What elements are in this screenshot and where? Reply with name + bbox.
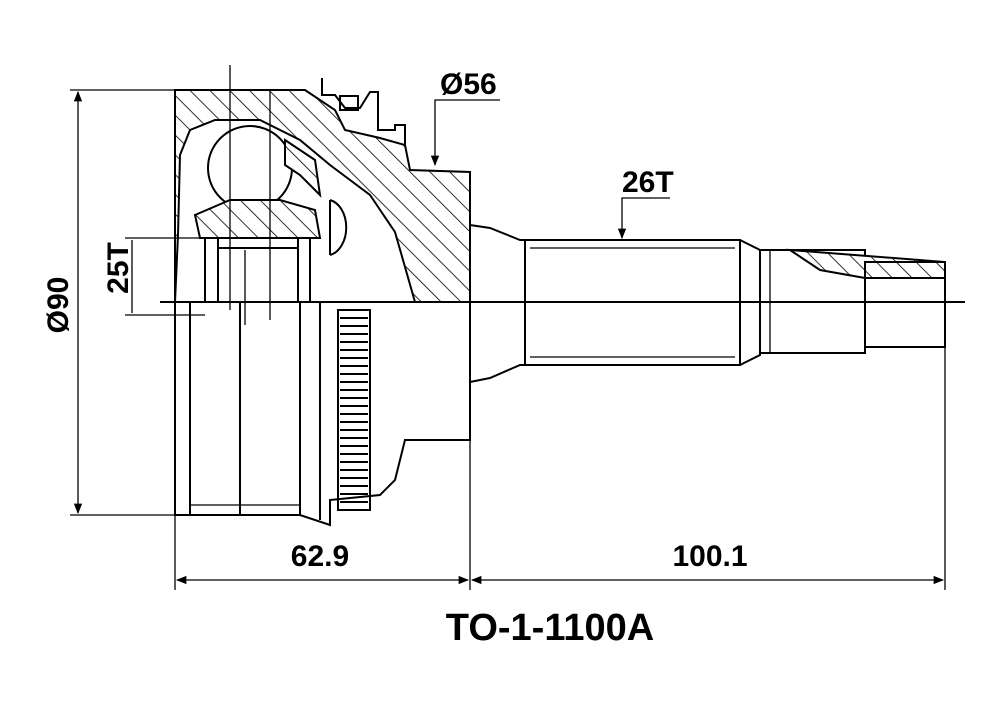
leader-26t — [617, 197, 670, 240]
dimension-shaft-diameter: Ø56 — [430, 68, 500, 167]
outer-race-housing — [174, 78, 471, 527]
cage-section — [284, 138, 322, 198]
housing-outline-lower — [174, 302, 471, 527]
dimension-outer-diameter: Ø90 — [42, 89, 175, 516]
inner-race-section — [193, 199, 322, 239]
shaft-neck — [469, 224, 526, 383]
abs-tone-ring — [337, 309, 371, 511]
dim-label-25t: 25T — [102, 242, 135, 294]
clip-box — [339, 95, 359, 111]
housing-section-upper — [174, 89, 471, 303]
leader-o56 — [430, 99, 500, 167]
groove-arc — [329, 199, 348, 256]
dim-label-od: Ø90 — [42, 277, 75, 334]
ball-bearing — [207, 125, 293, 211]
dimension-lengths: 62.9 100.1 — [174, 347, 946, 590]
tone-ring-body — [337, 309, 371, 511]
dim-label-26t: 26T — [622, 166, 674, 199]
part-number: TO-1-1100A — [446, 607, 654, 649]
dim-label-right-length: 100.1 — [672, 540, 747, 573]
dimension-inner-spline: 25T — [102, 237, 218, 316]
boot-clip-detail — [321, 78, 406, 145]
thread-hatch — [786, 248, 946, 279]
dim-label-left-length: 62.9 — [291, 540, 349, 573]
stub-shaft — [469, 224, 946, 383]
tone-ring-teeth — [340, 317, 368, 503]
shaft-tip — [864, 261, 946, 348]
dim-label-o56: Ø56 — [440, 68, 497, 101]
dimension-outer-spline: 26T — [617, 166, 674, 240]
